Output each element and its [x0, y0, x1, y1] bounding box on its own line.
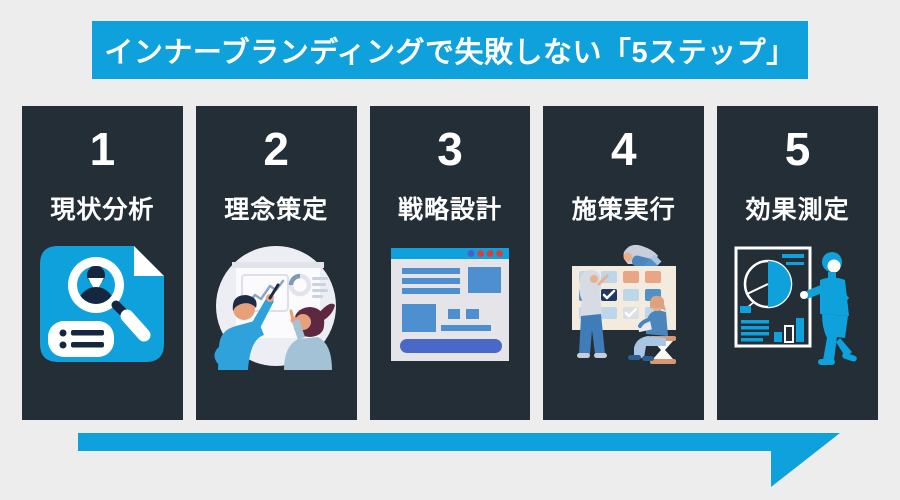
step-card-3: 3 戦略設計: [369, 106, 531, 420]
step-card-5: 5 効果測定: [717, 106, 878, 420]
step-label: 戦略設計: [397, 196, 502, 224]
step-number: 3: [437, 123, 463, 175]
browser-wireframe-icon: [380, 240, 520, 370]
step-label: 理念策定: [224, 196, 329, 224]
chart-presentation-icon: [728, 240, 868, 370]
step-label: 効果測定: [745, 196, 850, 224]
step-label: 施策実行: [571, 196, 676, 224]
step-card-2: 2 理念策定: [195, 106, 357, 420]
whiteboard-meeting-icon: [206, 240, 346, 370]
step-card-4: 4 施策実行: [543, 106, 705, 420]
step-number: 1: [89, 123, 116, 175]
title-banner: インナーブランディングで失敗しない「5ステップ」: [92, 21, 808, 79]
task-board-icon: [554, 240, 694, 370]
step-label: 現状分析: [50, 196, 155, 224]
step-number: 4: [610, 123, 637, 175]
step-number: 2: [263, 123, 289, 175]
step-card-1: 1 現状分析: [22, 106, 183, 420]
steps-row: 1 現状分析: [22, 106, 878, 420]
document-search-icon: [32, 240, 172, 370]
step-number: 5: [784, 123, 811, 175]
page-title: インナーブランディングで失敗しない「5ステップ」: [104, 37, 796, 69]
